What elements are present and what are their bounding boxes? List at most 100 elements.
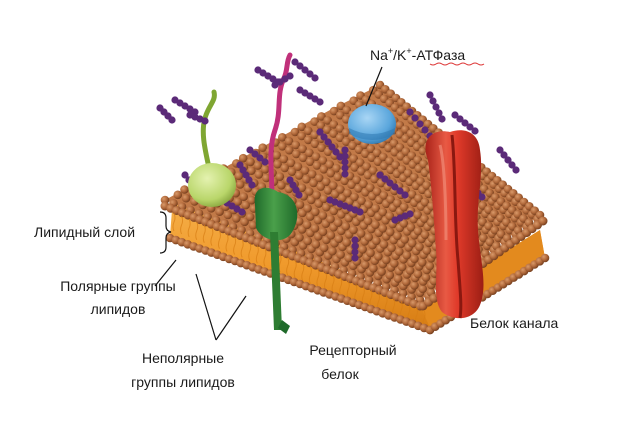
lipid-head [291, 140, 301, 150]
lipid-head [379, 152, 388, 162]
lipid-head [311, 240, 321, 249]
lipid-head [335, 133, 345, 142]
lipid-head [390, 259, 399, 268]
lipid-head [379, 240, 389, 249]
glycan-bead [256, 154, 264, 162]
lipid-head [407, 238, 417, 248]
polar-groups-label-2: липидов [91, 301, 146, 317]
lipid-head [318, 227, 328, 237]
channel-protein-label: Белок канала [470, 315, 559, 331]
lipid-head [415, 242, 424, 252]
lipid-head [407, 190, 417, 199]
glycan-bead [341, 158, 349, 166]
lipid-head [405, 266, 415, 275]
lipid-head [372, 148, 382, 158]
lipid-tail [339, 277, 343, 296]
lipid-head [377, 267, 386, 277]
lipid-head [272, 151, 282, 160]
glycan-bead [426, 91, 434, 99]
lipid-head [413, 269, 423, 279]
glycan-bead [351, 236, 359, 244]
lipid-head [294, 171, 304, 180]
lipid-head [343, 188, 352, 198]
lipid-head [421, 273, 431, 282]
glycan-bead [291, 58, 299, 66]
lipid-head [311, 207, 320, 217]
lipid-head [484, 221, 494, 231]
lipid-head [325, 160, 335, 169]
lipid-head [262, 173, 271, 183]
receptor-protein-icon [254, 52, 298, 334]
glycan-bead [461, 119, 469, 127]
lipid-head [485, 237, 495, 247]
lipid-tail [263, 248, 267, 267]
lipid-tail [195, 221, 199, 241]
lipid-tail [293, 259, 297, 279]
lipid-head [287, 167, 297, 176]
lipid-head [286, 158, 296, 168]
lipid-head [326, 214, 335, 224]
atpase-protein-icon [348, 104, 396, 144]
glycan-bead [316, 98, 324, 106]
lipid-tail [172, 212, 176, 232]
lipid-head [335, 110, 345, 120]
lipid-head [416, 177, 425, 186]
glycan-bead [341, 152, 349, 160]
glycan-bead [504, 156, 512, 164]
glycan-bead [332, 148, 340, 156]
glycan-bead [238, 208, 246, 216]
lipid-head [300, 166, 310, 175]
receptor-protein-label: Рецепторный [309, 342, 396, 358]
lipid-head [341, 128, 351, 137]
lipid-head [323, 125, 332, 134]
spellcheck-underline [429, 62, 485, 66]
lipid-head [397, 164, 407, 174]
glycan-bead [246, 146, 254, 154]
lipid-tail [331, 274, 335, 293]
lipid-head [278, 142, 287, 151]
lipid-head [403, 168, 413, 178]
lipid-head [307, 169, 317, 179]
glycan-bead [351, 254, 359, 262]
lipid-head [366, 248, 375, 258]
lipid-head [422, 181, 432, 190]
lipid-head [378, 207, 388, 217]
lipid-head [314, 173, 324, 183]
lipid-head [294, 217, 304, 226]
lipid-head [180, 185, 189, 194]
lipid-head [427, 234, 437, 243]
lipid-tail [217, 230, 221, 249]
lipid-head [316, 121, 326, 130]
lipid-head [420, 230, 430, 240]
lipid-head [223, 210, 233, 220]
glycan-bead [500, 151, 508, 159]
lipid-head [350, 192, 359, 202]
lipid-head [329, 181, 338, 190]
lipid-head [355, 158, 365, 167]
glycan-bead [471, 127, 479, 135]
lipid-head [478, 217, 487, 227]
lipid-head [173, 190, 183, 200]
lipid-head [420, 214, 429, 223]
lipid-head [312, 190, 322, 200]
lipid-tail [248, 242, 252, 261]
lipid-head [342, 137, 351, 146]
lipid-head [356, 229, 366, 238]
lipid-head [322, 177, 331, 187]
lipid-head [379, 191, 389, 200]
nonpolar-groups-label: Неполярные [142, 350, 224, 366]
lipid-head [418, 284, 428, 294]
lipid-head [297, 183, 307, 193]
lipid-head [302, 220, 312, 230]
receptor-glycan [254, 58, 324, 106]
glycan-bead [435, 109, 443, 117]
lipid-head [357, 196, 366, 206]
lipid-head [354, 145, 364, 154]
lipid-tail [187, 218, 191, 238]
lipid-head [292, 149, 301, 159]
lipid-head [290, 127, 300, 137]
lipid-head [326, 168, 336, 178]
lipid-head [371, 220, 380, 229]
lipid-head [312, 161, 322, 170]
